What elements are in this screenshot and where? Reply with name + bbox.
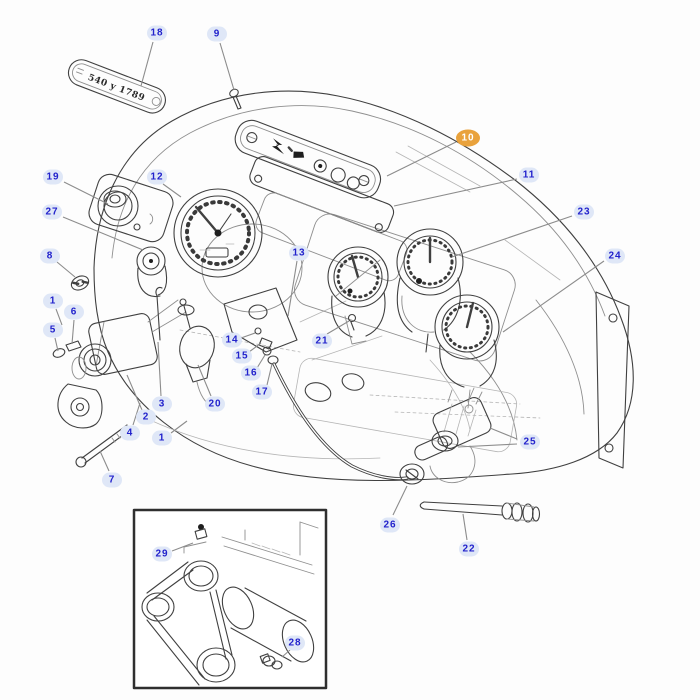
- warning-lamp-bar: [234, 119, 382, 199]
- fuel-gauge: [327, 246, 389, 345]
- leader-line-3: [157, 341, 162, 397]
- callout-28-29[interactable]: 28: [285, 635, 305, 651]
- callout-15-16[interactable]: 15: [232, 348, 252, 364]
- leader-line-22: [462, 513, 468, 541]
- callout-20-14[interactable]: 20: [205, 396, 225, 412]
- screw-9: [229, 88, 242, 110]
- callout-16-17[interactable]: 16: [241, 365, 261, 381]
- callout-8-5[interactable]: 8: [40, 248, 60, 264]
- temperature-gauge: [396, 228, 464, 353]
- callout-5-8[interactable]: 5: [43, 322, 63, 338]
- leader-line-1: [170, 420, 188, 434]
- leader-line-20: [197, 364, 212, 397]
- callout-1-6[interactable]: 1: [43, 293, 63, 309]
- leader-line-27: [62, 216, 144, 251]
- key-switch-assembly: [52, 286, 187, 468]
- gauge-bracket: [223, 287, 298, 353]
- leader-line-9: [219, 42, 235, 91]
- callout-14-15[interactable]: 14: [222, 332, 242, 348]
- leader-line-17: [266, 363, 273, 386]
- light-switch: [88, 173, 174, 243]
- leader-line-23: [451, 215, 573, 258]
- leader-line-12: [162, 183, 182, 198]
- washer-8: [70, 275, 90, 291]
- leader-line-8: [56, 261, 76, 278]
- leader-line-21: [326, 320, 350, 335]
- callout-9-1[interactable]: 9: [207, 26, 227, 42]
- callout-6-7[interactable]: 6: [64, 304, 84, 320]
- leader-line-5: [54, 337, 59, 352]
- leader-line-15: [248, 342, 262, 353]
- callout-3-10[interactable]: 3: [152, 396, 172, 412]
- callout-25-25[interactable]: 25: [520, 434, 540, 450]
- leader-line-7: [99, 450, 110, 472]
- callout-18-0[interactable]: 18: [147, 25, 167, 41]
- callout-24-24[interactable]: 24: [605, 248, 625, 264]
- callout-27-4[interactable]: 27: [42, 204, 62, 220]
- callout-2-9[interactable]: 2: [136, 409, 156, 425]
- callout-11-22[interactable]: 11: [519, 167, 539, 183]
- oil-pressure-gauge: [434, 294, 500, 414]
- callout-7-13[interactable]: 7: [102, 472, 122, 488]
- leader-line-16: [256, 354, 266, 369]
- callout-23-23[interactable]: 23: [574, 204, 594, 220]
- lamp-icon: [346, 176, 360, 190]
- leader-line-19: [63, 181, 109, 205]
- leader-line-6: [71, 319, 75, 345]
- sender-switch-28: [259, 653, 283, 670]
- callout-12-3[interactable]: 12: [147, 169, 167, 185]
- lamp-icon: [330, 167, 346, 183]
- grommet: [399, 463, 425, 485]
- callout-19-2[interactable]: 19: [43, 169, 63, 185]
- lamp-icon: [313, 159, 327, 173]
- callout-10-highlighted-21[interactable]: 10: [456, 129, 480, 147]
- switch-knob: [136, 246, 168, 298]
- leader-line-26: [392, 485, 408, 516]
- leader-line-29: [171, 542, 194, 552]
- leader-line-13: [287, 260, 298, 317]
- lamp-bar-gasket-plate: [249, 156, 408, 282]
- callout-21-19[interactable]: 21: [312, 333, 332, 349]
- ignition-light-switch: [177, 298, 215, 409]
- leader-line-25: [489, 427, 518, 440]
- lightning-icon: [272, 138, 285, 155]
- callout-17-18[interactable]: 17: [252, 384, 272, 400]
- callout-1-12[interactable]: 1: [152, 430, 172, 446]
- callout-26-26[interactable]: 26: [380, 517, 400, 533]
- callout-22-27[interactable]: 22: [459, 541, 479, 557]
- tachometer-gauge: [173, 188, 303, 313]
- leader-line-25: [457, 443, 518, 448]
- sender-fittings: [254, 327, 409, 481]
- leader-line-28: [281, 649, 291, 658]
- panel-stud: [347, 313, 357, 331]
- callout-29-28[interactable]: 29: [152, 546, 172, 562]
- ignition-switch: [414, 387, 492, 484]
- callout-13-20[interactable]: 13: [289, 245, 309, 261]
- leader-line-24: [502, 260, 605, 333]
- leader-line-11: [393, 178, 518, 207]
- oil-can-icon: [287, 146, 305, 158]
- leader-line-14: [240, 332, 256, 339]
- leader-line-18: [140, 41, 154, 87]
- callout-4-11[interactable]: 4: [120, 425, 140, 441]
- handle-lever: [419, 501, 541, 523]
- sender-switch-29: [183, 524, 208, 554]
- engine-inset: [132, 508, 328, 690]
- leader-line-10: [386, 141, 457, 177]
- leader-line-1: [55, 308, 63, 326]
